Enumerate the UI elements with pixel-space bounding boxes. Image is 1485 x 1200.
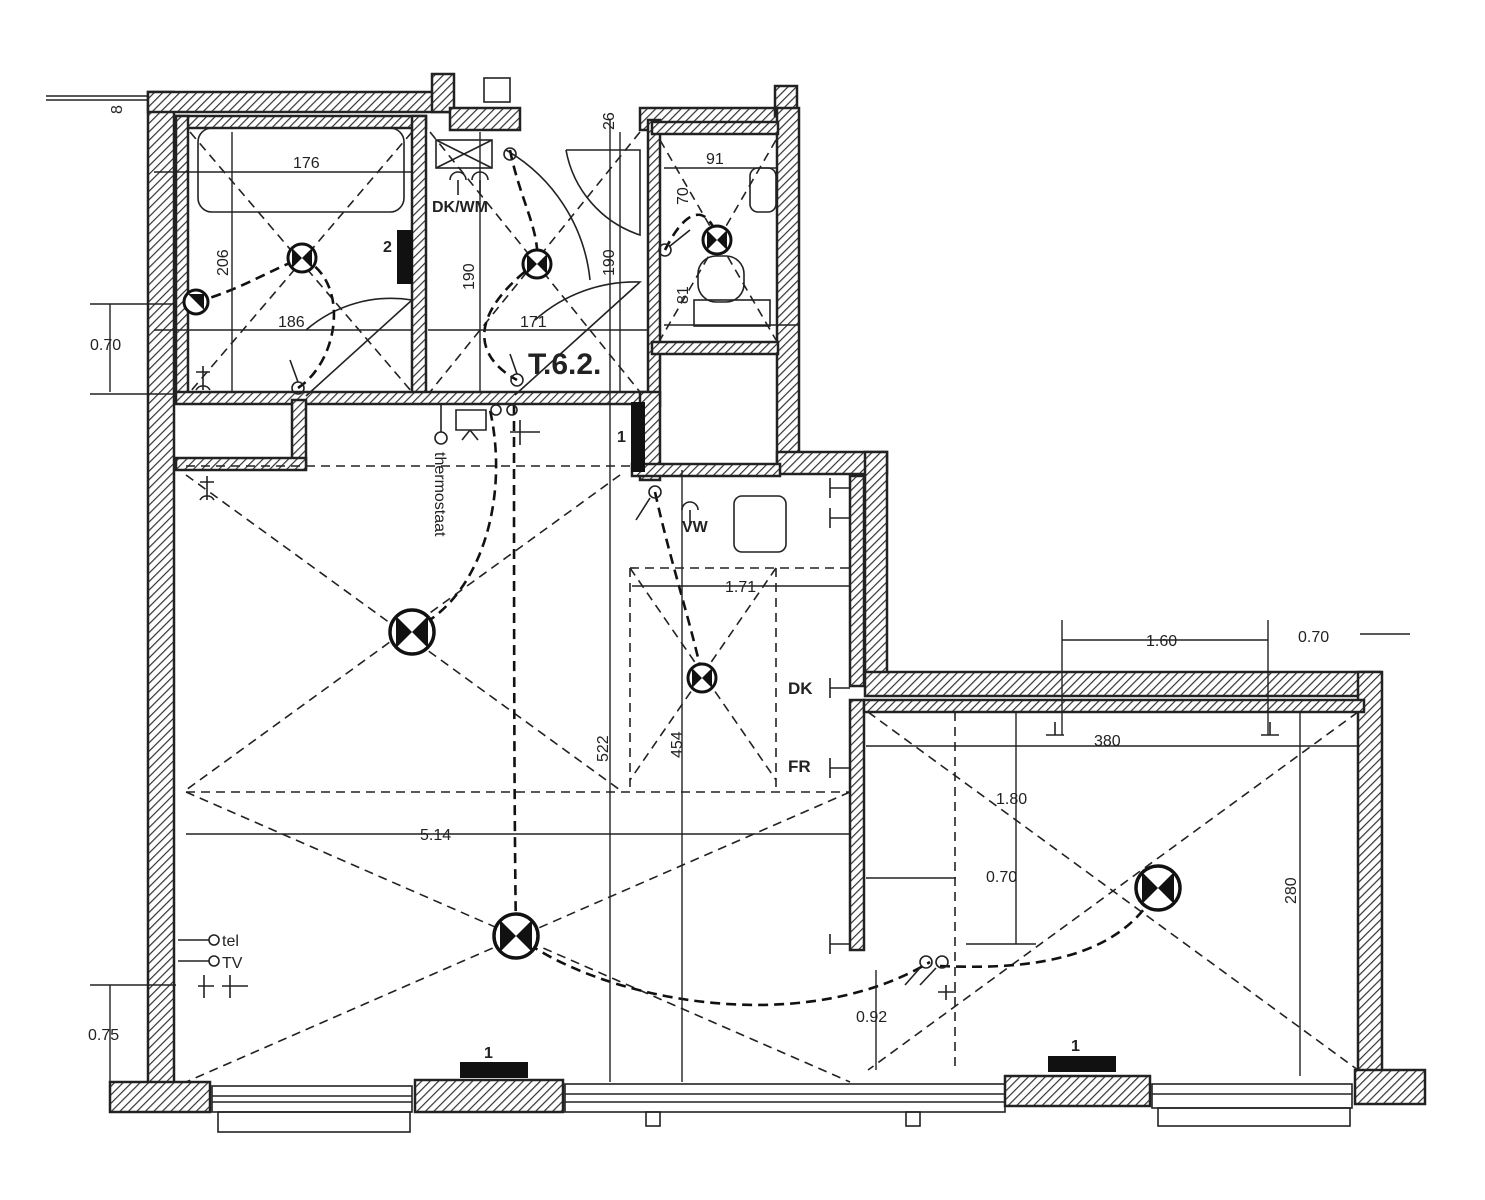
dimension-label: 5.14: [420, 827, 451, 844]
lights: [182, 224, 1182, 960]
dimension-label: 190: [461, 263, 478, 290]
ceiling-light-icon: [1134, 864, 1182, 912]
dimension-label: 70: [675, 187, 692, 205]
dimension-label: 1.80: [996, 791, 1027, 808]
dimension-label: 91: [706, 151, 724, 168]
outlet-icon: [198, 975, 248, 998]
dimension-label: 1.71: [725, 579, 756, 596]
outlet-icon: [199, 476, 215, 501]
dimension-label: 26: [601, 112, 618, 130]
walls: [108, 72, 1427, 1114]
thermostaat-label: thermostaat: [431, 452, 448, 537]
dimension-lines: [46, 95, 1410, 1082]
ceiling-light-icon: [701, 224, 733, 256]
ceiling-light-icon: [492, 912, 540, 960]
ceiling-light-icon: [286, 242, 318, 274]
outlet-icon: [829, 478, 850, 528]
dk-wm-label: DK/WM: [432, 199, 488, 216]
dimension-label: 0.75: [88, 1027, 119, 1044]
thermostat-icon: [434, 404, 487, 445]
outlet-icon: [829, 934, 850, 954]
radiators: [397, 230, 1116, 1078]
ceiling-light-icon: [388, 608, 436, 656]
switch-icon: [635, 485, 662, 521]
tv-socket-icon: [178, 955, 220, 967]
switch-icon: [658, 229, 691, 257]
outlet-icon: [1046, 722, 1064, 736]
dimension-label: 8: [109, 105, 126, 114]
windows: [211, 1083, 1353, 1133]
radiator-number: 2: [383, 239, 392, 256]
dimension-label: 1.60: [1146, 633, 1177, 650]
outlet-icon: [195, 366, 211, 391]
dimension-label: 280: [1283, 877, 1300, 904]
dimension-label: 206: [215, 249, 232, 276]
switch-icon: [509, 353, 524, 387]
outlet-icon: [490, 404, 540, 445]
dimension-label: 380: [1094, 733, 1121, 750]
dimension-label: 171: [520, 314, 547, 331]
radiator: [631, 402, 645, 472]
fixtures: [197, 77, 787, 553]
dimension-label: 522: [595, 735, 612, 762]
unit-label: T.6.2.: [528, 348, 601, 381]
sink: [749, 167, 777, 213]
radiator-number: 1: [484, 1045, 493, 1062]
doors: [305, 149, 643, 397]
dimension-label: 81: [675, 286, 692, 304]
dimension-label: 176: [293, 155, 320, 172]
labels: T.6.2. DK/WM thermostaat VW DK FR tel TV…: [88, 105, 1329, 1062]
radiator: [397, 230, 413, 284]
switches: [178, 147, 1279, 1000]
tv-label: TV: [222, 955, 243, 972]
dimension-label: 0.70: [1298, 629, 1329, 646]
fr-label: FR: [788, 757, 811, 776]
switch-icon: [503, 147, 517, 161]
dimension-label: 0.70: [90, 337, 121, 354]
wall-light-icon: [182, 288, 210, 316]
dimension-label: 0.92: [856, 1009, 887, 1026]
dimension-label: 186: [278, 314, 305, 331]
outlet-icon: [1261, 722, 1279, 736]
radiator-number: 1: [1071, 1038, 1080, 1055]
switch-icon: [289, 359, 305, 395]
outlet-icon: [938, 985, 956, 1000]
outlet-icon: [449, 171, 467, 195]
door-arc: [305, 297, 414, 397]
radiator-number: 1: [617, 429, 626, 446]
dimension-label: 0.70: [986, 869, 1017, 886]
washbasin: [733, 495, 787, 553]
dimension-label: 190: [601, 249, 618, 276]
vw-label: VW: [682, 519, 709, 536]
toilet: [697, 255, 745, 303]
dimension-label: 454: [669, 731, 686, 758]
tel-socket-icon: [178, 934, 220, 946]
outlet-icon: [829, 678, 850, 698]
washer-box: [435, 139, 493, 169]
bathtub: [197, 127, 405, 213]
radiator: [1048, 1056, 1116, 1072]
switch-icon: [904, 955, 949, 986]
ceiling-light-icon: [521, 248, 553, 280]
ceiling-light-icon: [686, 662, 718, 694]
tel-label: tel: [222, 933, 239, 950]
room-diagonals: [185, 131, 1359, 1083]
outlet-icon: [829, 758, 850, 778]
dk-label: DK: [788, 679, 813, 698]
radiator: [460, 1062, 528, 1078]
